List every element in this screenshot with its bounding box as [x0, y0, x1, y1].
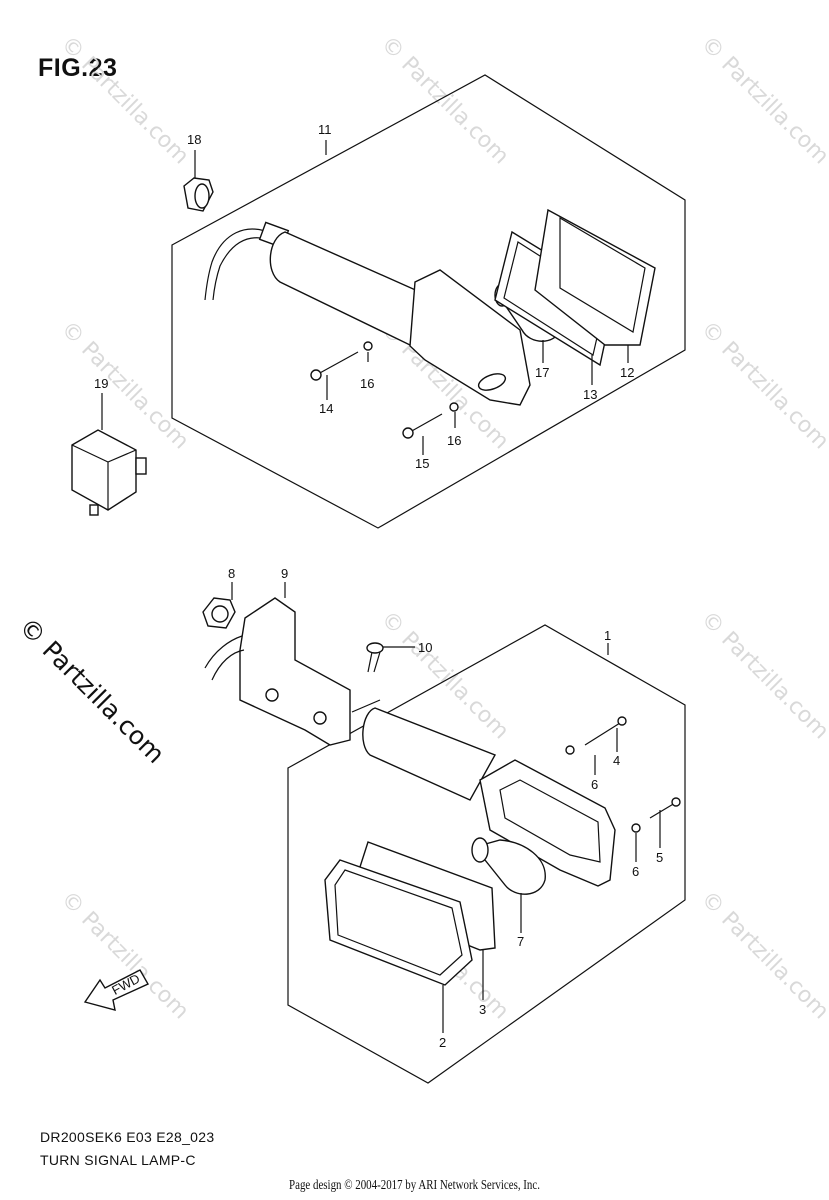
watermark: © Partzilla.com: [696, 317, 829, 455]
washer-icon: [363, 341, 373, 351]
forward-arrow-icon: FWD: [83, 969, 149, 1011]
callout-9: 9: [281, 566, 288, 581]
turn-signal-lamp-icon: [351, 699, 616, 887]
callout-16: 16: [360, 376, 374, 391]
bulb-icon: [471, 837, 546, 895]
washer-icon: [631, 823, 641, 833]
callout-11: 11: [318, 122, 332, 137]
bracket-icon: [204, 597, 351, 746]
callout-8: 8: [228, 566, 235, 581]
callout-15: 15: [415, 456, 429, 471]
watermark: © Partzilla.com: [56, 887, 194, 1025]
relay-icon: [71, 429, 147, 516]
copyright-credit: Page design © 2004-2017 by ARI Network S…: [289, 1178, 540, 1193]
callout-6: 6: [591, 777, 598, 792]
callout-6: 6: [632, 864, 639, 879]
watermark: © Partzilla.com: [56, 32, 194, 170]
callout-1: 1: [604, 628, 611, 643]
screw-icon: [402, 413, 443, 439]
callout-5: 5: [656, 850, 663, 865]
turn-signal-lamp-icon: [204, 221, 531, 406]
callout-17: 17: [535, 365, 549, 380]
nut-icon: [183, 177, 214, 212]
leader-lines: [101, 140, 661, 1033]
lens-icon: [534, 208, 656, 346]
watermark: © Partzilla.com: [696, 607, 829, 745]
callout-labels: 18 11 19 16 14 16 15 17 13 12 8 9 10 1 4…: [94, 122, 663, 1050]
screw-icon: [649, 797, 681, 819]
assembly-boundary-lower: [287, 624, 686, 1084]
diagram-title: TURN SIGNAL LAMP-C: [40, 1152, 196, 1168]
callout-16: 16: [447, 433, 461, 448]
nut-icon: [202, 597, 236, 629]
screw-icon: [584, 716, 627, 746]
callout-2: 2: [439, 1035, 446, 1050]
diagram-code: DR200SEK6 E03 E28_023: [40, 1129, 215, 1145]
callout-12: 12: [620, 365, 634, 380]
callout-18: 18: [187, 132, 201, 147]
callout-19: 19: [94, 376, 108, 391]
washer-icon: [565, 745, 575, 755]
screw-icon: [366, 642, 384, 673]
assembly-boundary-upper: [171, 74, 686, 529]
watermark: © Partzilla.com: [696, 887, 829, 1025]
watermark: © Partzilla.com: [56, 317, 194, 455]
callout-10: 10: [418, 640, 432, 655]
washer-icon: [449, 402, 459, 412]
screw-icon: [310, 351, 359, 381]
lens-icon: [324, 859, 473, 986]
callout-13: 13: [583, 387, 597, 402]
callout-14: 14: [319, 401, 333, 416]
callout-3: 3: [479, 1002, 486, 1017]
callout-7: 7: [517, 934, 524, 949]
figure-title: FIG.23: [38, 54, 118, 82]
watermark: © Partzilla.com: [376, 32, 514, 170]
callout-4: 4: [613, 753, 620, 768]
watermark: © Partzilla.com: [696, 32, 829, 170]
